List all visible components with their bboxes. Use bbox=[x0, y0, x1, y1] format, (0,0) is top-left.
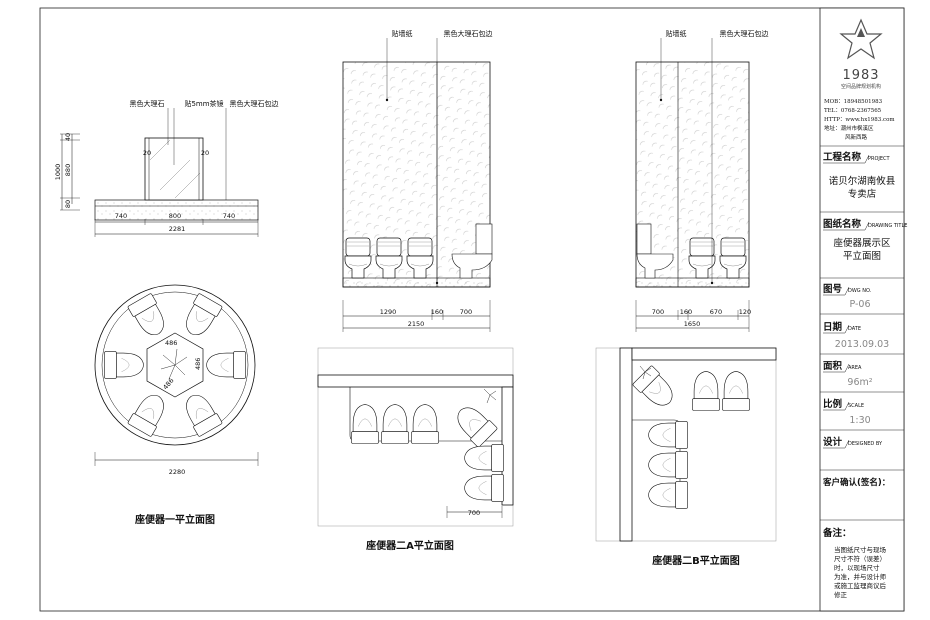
elev2a-total: 2150 bbox=[408, 320, 425, 328]
design-sub: DESIGNED BY bbox=[848, 441, 883, 447]
scale-sub: SCALE bbox=[848, 403, 864, 409]
plan1-dim: 486 bbox=[165, 339, 177, 347]
contact-line: HTTP：www.hx1983.com bbox=[824, 117, 895, 123]
elev2b-title: 座便器二B平立面图 bbox=[651, 554, 740, 567]
elev2a-hdim: 160 bbox=[431, 308, 443, 316]
elev2b-hdim: 160 bbox=[680, 308, 692, 316]
elev2a-title: 座便器二A平立面图 bbox=[365, 539, 454, 552]
drawing-label: 图纸名称 bbox=[823, 218, 862, 230]
elev1-vdim: 80 bbox=[64, 200, 72, 208]
elev2b-hdim: 120 bbox=[739, 308, 751, 316]
plan2a-dim: 700 bbox=[468, 509, 480, 517]
elev1-label: 黑色大理石包边 bbox=[230, 99, 279, 108]
note-line: 修正 bbox=[834, 590, 848, 599]
elev1-hdim: 800 bbox=[169, 212, 181, 220]
elev1-label: 黑色大理石 bbox=[130, 99, 165, 108]
elev2b-hdim: 700 bbox=[652, 308, 664, 316]
plan1-total: 2280 bbox=[169, 468, 186, 476]
elev1-label: 贴5mm茶镜 bbox=[184, 99, 223, 108]
number-sub: DWG NO. bbox=[848, 288, 872, 294]
area-sub: AREA bbox=[848, 365, 862, 371]
elev2a-hdim: 700 bbox=[460, 308, 472, 316]
elev2b-hdim: 670 bbox=[710, 308, 722, 316]
brand-logo-sub: 空间品牌规划机构 bbox=[841, 83, 881, 90]
contact-line: 风新西路 bbox=[845, 133, 868, 141]
elev1-view: 黑色大理石 贴5mm茶镜 黑色大理石包边 20 20 40 880 1000 8… bbox=[54, 99, 279, 237]
project-value: 诺贝尔湖南攸县 bbox=[829, 175, 896, 187]
date-sub: DATE bbox=[848, 326, 861, 332]
elev2a-label: 贴墙纸 bbox=[392, 29, 413, 38]
drawing-value: 平立面图 bbox=[843, 250, 881, 262]
elev2b-label: 贴墙纸 bbox=[666, 29, 687, 38]
area-label: 面积 bbox=[823, 360, 843, 372]
note-line: 为准，并与设计师 bbox=[834, 572, 887, 581]
note-line: 当图纸尺寸与现场 bbox=[834, 545, 887, 554]
elev1-vdim: 1000 bbox=[54, 164, 62, 181]
client-sign-label: 客户确认(签名)： bbox=[822, 477, 890, 488]
elev2b-label: 黑色大理石包边 bbox=[720, 29, 769, 38]
elev1-hdim: 740 bbox=[223, 212, 235, 220]
brand-star-icon bbox=[839, 18, 883, 60]
elev2a-hdim: 1290 bbox=[380, 308, 397, 316]
elev1-hdim: 740 bbox=[115, 212, 127, 220]
contact-line: MOB：18948501983 bbox=[824, 99, 883, 105]
elev2a-label: 黑色大理石包边 bbox=[444, 29, 493, 38]
project-value: 专卖店 bbox=[848, 188, 877, 200]
contact-line: 地址：潮州市枫溪区 bbox=[824, 124, 874, 132]
elev1-title: 座便器一平立面图 bbox=[134, 513, 215, 526]
plan2b-view bbox=[595, 347, 777, 542]
elev1-vdim: 40 bbox=[64, 133, 72, 141]
plan2a-view: 700 bbox=[317, 347, 514, 527]
design-label: 设计 bbox=[823, 436, 843, 448]
plan1-view: 486 486 486 2280 bbox=[94, 284, 259, 476]
notes-label: 备注： bbox=[822, 527, 852, 539]
date-value: 2013.09.03 bbox=[835, 339, 889, 350]
elev1-dim: 20 bbox=[201, 149, 209, 157]
note-line: 或施工监理商议后 bbox=[834, 581, 887, 590]
brand-logo-text: 1983 bbox=[842, 68, 879, 83]
area-value: 96m² bbox=[847, 377, 872, 388]
elev2a-view: 贴墙纸 黑色大理石包边 1290 160 700 2150 bbox=[342, 29, 493, 332]
note-line: 尺寸不符（误差） bbox=[834, 554, 886, 563]
title-block: 1983 空间品牌规划机构 MOB：18948501983 TEL：0768-2… bbox=[819, 7, 907, 612]
scale-label: 比例 bbox=[823, 398, 842, 410]
elev2b-view: 贴墙纸 黑色大理石包边 700 160 670 120 1650 bbox=[635, 29, 769, 332]
drawing-value: 座便器展示区 bbox=[833, 237, 891, 249]
plan1-dim: 486 bbox=[194, 358, 202, 370]
elev1-total: 2281 bbox=[169, 225, 186, 233]
contact-line: TEL：0768-2367565 bbox=[824, 108, 882, 114]
number-label: 图号 bbox=[823, 284, 843, 295]
project-sub: PROJECT bbox=[868, 156, 891, 162]
project-label: 工程名称 bbox=[823, 151, 862, 163]
drawing-sub: DRAWING TITLE bbox=[868, 223, 907, 229]
note-line: 时，以现场尺寸 bbox=[834, 563, 880, 572]
elev1-vdim: 880 bbox=[64, 164, 72, 176]
elev1-dim: 20 bbox=[143, 149, 151, 157]
date-label: 日期 bbox=[823, 321, 842, 333]
elev2b-total: 1650 bbox=[684, 320, 701, 328]
scale-value: 1:30 bbox=[849, 415, 870, 426]
number-value: P-06 bbox=[849, 299, 870, 310]
